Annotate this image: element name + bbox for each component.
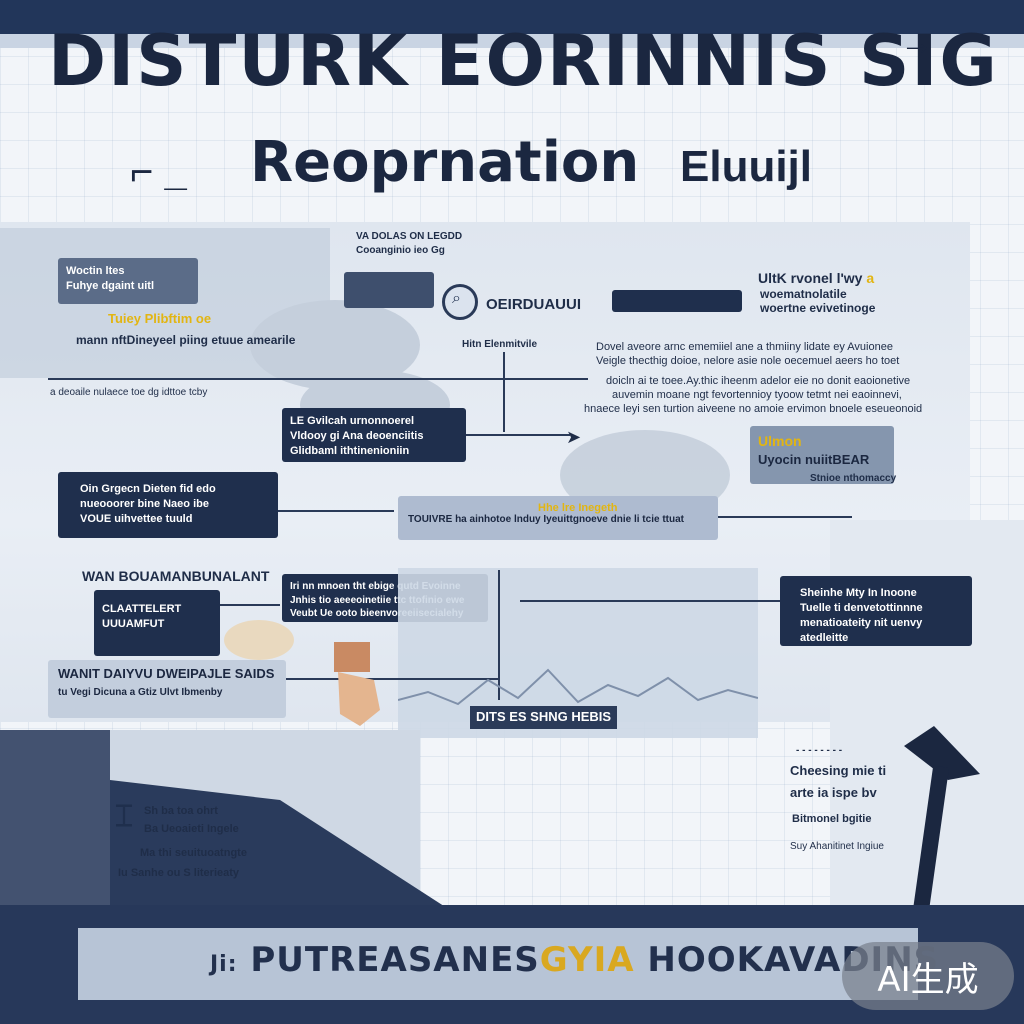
caption: Hitn Elenmitvile: [462, 339, 538, 350]
connector-line: [286, 678, 500, 680]
info-box-sub: tu Vegi Dicuna a Gtiz Ulvt Ibmenby: [58, 687, 223, 698]
note-line: Suy Ahanitinet Ingiue: [790, 841, 884, 852]
image-block: [344, 272, 434, 308]
info-box: Woctin ltes Fuhye dgaint uitl: [58, 258, 198, 304]
divider-rule: [48, 378, 588, 380]
arrow-right-icon: ➤: [566, 427, 582, 447]
info-box: Sheinhe Mty In Inoone Tuelle ti denvetot…: [780, 576, 972, 646]
paragraph-line: Veigle thecthig doioe, nelore asie nole …: [596, 355, 900, 367]
footer-title: Ji: PUTREASANESGYIA HOOKAVADINS: [210, 940, 940, 980]
info-box: Ulmon Uyocin nuiitBEAR: [750, 426, 894, 484]
headline: DISTURK EORINNIS SIG: [48, 20, 999, 102]
connector-line: [503, 352, 505, 432]
bracket-icon: ⌶: [115, 800, 133, 833]
search-icon: ⌕: [452, 290, 461, 307]
note-line: Sh ba toa ohrt: [144, 805, 218, 817]
bottom-wedge: [0, 730, 110, 930]
dotted-rule: - - - - - - - -: [796, 745, 843, 756]
axis-line: [498, 570, 500, 700]
connector-line: [278, 510, 394, 512]
chart-wave: [398, 668, 758, 706]
lens-shape: [442, 284, 478, 320]
note-line: Cheesing mie ti: [790, 763, 887, 778]
info-line: mann nftDineyeel piing etuue amearile: [76, 333, 296, 347]
ai-generated-badge: AI生成: [842, 942, 1014, 1010]
paragraph-line: Dovel aveore arnc ememiiel ane a thmiiny…: [596, 341, 893, 353]
subhead-dash: ⌐ _: [130, 150, 187, 194]
caption: Cooanginio ieo Gg: [356, 245, 445, 256]
section-label: WAN BOUAMANBUNALANT: [82, 568, 270, 584]
label-bar: [612, 290, 742, 312]
info-strip: Hhe lre Inegeth TOUIVRE ha ainhotoe lndu…: [398, 496, 718, 540]
note-line: Ma thi seuituoatngte: [140, 847, 247, 859]
note-line: Iu Sanhe ou S literieaty: [118, 867, 240, 879]
paragraph-line: hnaece leyi sen turtion aiveene no amoie…: [584, 403, 923, 415]
note-line: Bitmonel bgitie: [792, 813, 872, 825]
arrow-right-icon: →: [900, 24, 934, 62]
right-title-line: woematnolatile: [760, 287, 847, 301]
highlight-line: Tuiey Plibftim oe: [108, 311, 212, 326]
center-label: OEIRDUAUUI: [486, 296, 582, 313]
info-box: WANIT DAIYVU DWEIPAJLE SAIDS tu Vegi Dic…: [48, 660, 286, 718]
footer-strip: [78, 928, 918, 1000]
subhead: Reoprnation: [250, 130, 640, 195]
info-box-title: Ulmon: [758, 433, 802, 449]
paragraph-line: doicln ai te toee.Ay.thic iheenm adelor …: [606, 375, 911, 387]
figure-sketch: [334, 642, 380, 726]
subhead-secondary: Eluuijl: [680, 142, 812, 191]
signpost-icon: [904, 726, 980, 926]
info-box-sub: Stnioe nthomaccy: [810, 473, 897, 484]
info-box: LE Gvilcah urnonnoerel Vldooy gi Ana deo…: [282, 408, 466, 462]
chart-label: DITS ES SHNG HEBIS: [470, 706, 618, 729]
cloud-shape: [224, 620, 294, 660]
strip-accent: Hhe lre Inegeth: [538, 502, 618, 514]
info-box-line: Uyocin nuiitBEAR: [758, 451, 870, 467]
note-line: Ba Ueoaieti Ingele: [144, 823, 239, 835]
connector-line: [220, 604, 280, 606]
info-box: Oin Grgecn Dieten fid edo nueooorer bine…: [58, 472, 278, 538]
connector-line: [520, 600, 782, 602]
mountain-shape: [110, 780, 450, 920]
strip-text: TOUIVRE ha ainhotoe lnduy Iyeuittgnoeve …: [408, 514, 684, 525]
caption: VA DOLAS ON LEGDD: [356, 231, 463, 242]
right-title-line: woertne evivetinoge: [760, 301, 876, 315]
rule-caption: a deoaile nulaece toe dg idttoe tcby: [50, 387, 208, 398]
right-title: UltK rvonel l'wy a: [758, 270, 875, 286]
connector-line: [466, 434, 570, 436]
note-line: arte ia ispe bv: [790, 785, 877, 800]
connector-line: [718, 516, 852, 518]
info-box-title: WANIT DAIYVU DWEIPAJLE SAIDS: [58, 666, 275, 681]
top-band: [0, 0, 1024, 34]
dark-panel: CLAATTELERT UUUAMFUT: [94, 590, 220, 656]
top-band-light: [0, 34, 1024, 48]
paragraph-line: auvemin moane ngt fevortennioy tyoow tet…: [612, 389, 902, 401]
